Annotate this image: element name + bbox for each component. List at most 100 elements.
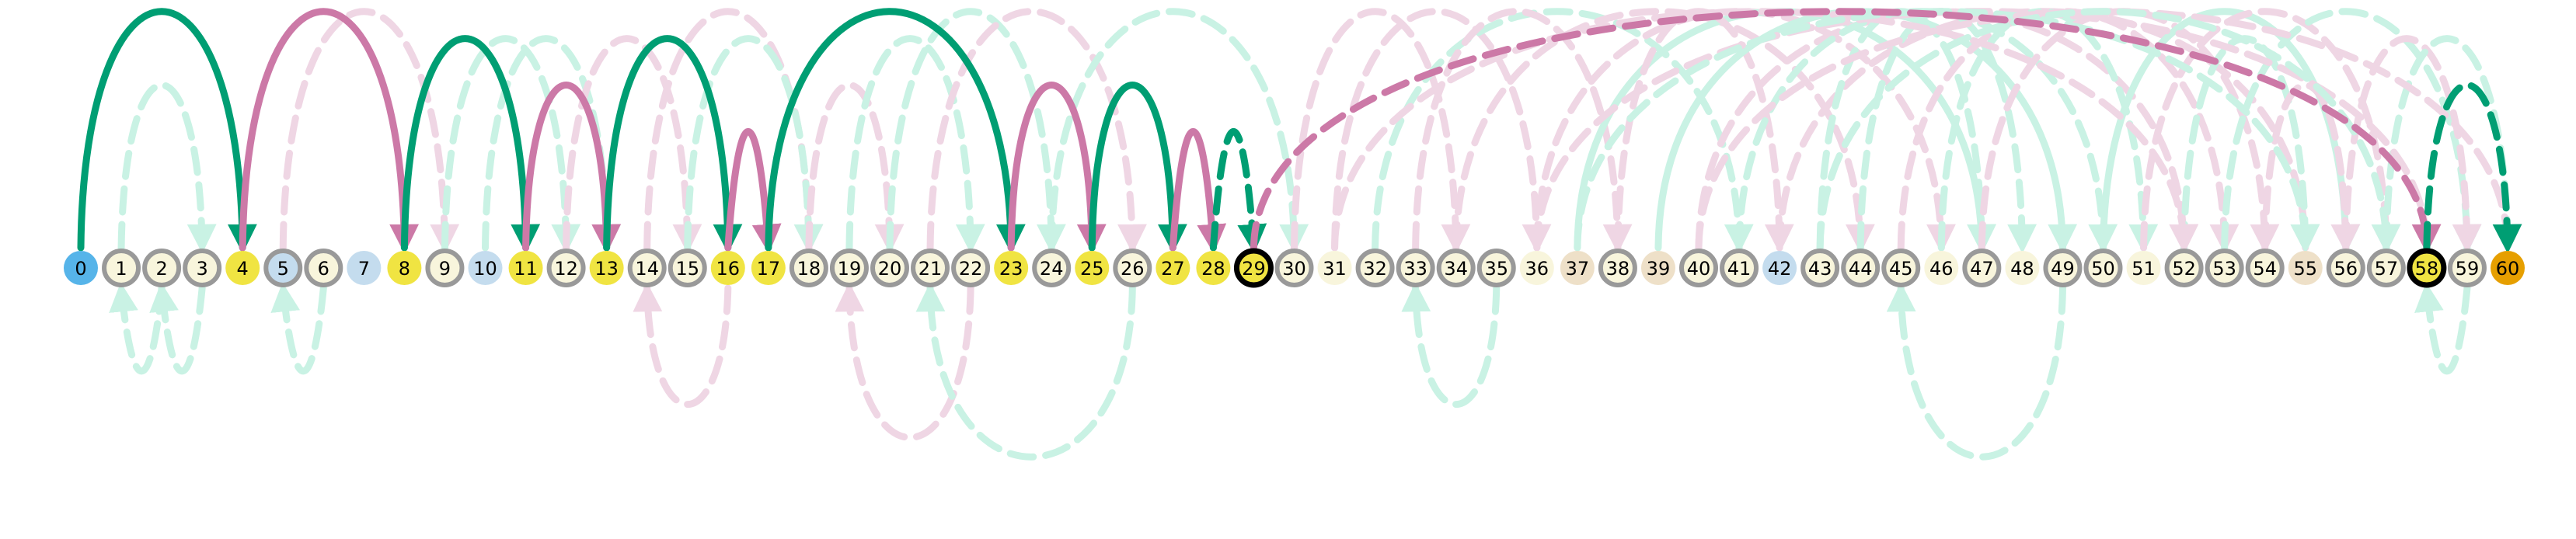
edge-22-to-19 <box>835 282 974 441</box>
node-13: 13 <box>589 251 624 285</box>
edge-5-to-9 <box>279 8 460 254</box>
edge-31-to-52 <box>1331 8 2199 254</box>
node-29-circle <box>1233 248 1274 288</box>
node-30: 30 <box>1274 249 1314 287</box>
node-26-label: 26 <box>1121 258 1145 280</box>
node-60-label: 60 <box>2496 258 2520 280</box>
node-57-label: 57 <box>2375 258 2399 280</box>
node-58: 58 <box>2407 248 2447 288</box>
node-12: 12 <box>546 249 586 287</box>
node-29: 29 <box>1233 248 1274 288</box>
edge-34-to-44 <box>1452 8 1875 254</box>
node-9-circle <box>425 249 465 287</box>
node-28-label: 28 <box>1201 258 1225 280</box>
node-45: 45 <box>1881 249 1921 287</box>
node-31: 31 <box>1317 251 1352 285</box>
node-41-label: 41 <box>1727 258 1752 280</box>
node-4-circle <box>225 251 260 285</box>
node-46-circle <box>1924 251 1959 285</box>
node-55-circle <box>2288 251 2323 285</box>
node-40-circle <box>1679 249 1718 287</box>
node-57-circle <box>2366 249 2406 287</box>
edge-6-to-5 <box>270 282 327 375</box>
node-33-circle <box>1396 249 1435 287</box>
edge-23-to-25 <box>1007 82 1107 254</box>
node-50-label: 50 <box>2091 258 2115 280</box>
node-42-label: 42 <box>1768 258 1792 280</box>
node-50-circle <box>2083 249 2123 287</box>
node-27: 27 <box>1156 251 1190 285</box>
highlighted-edges-layer <box>77 8 2522 254</box>
node-58-label: 58 <box>2415 258 2439 280</box>
node-5-circle <box>263 249 303 287</box>
node-4-label: 4 <box>237 258 249 280</box>
node-59-circle <box>2447 249 2487 287</box>
node-24: 24 <box>1032 249 1072 287</box>
node-54-label: 54 <box>2253 258 2277 280</box>
node-34: 34 <box>1436 249 1476 287</box>
node-31-label: 31 <box>1323 258 1347 280</box>
node-47: 47 <box>1962 249 2002 287</box>
node-18-label: 18 <box>797 258 821 280</box>
node-38: 38 <box>1598 249 1637 287</box>
node-42-circle <box>1762 251 1797 285</box>
node-8: 8 <box>387 251 422 285</box>
node-28: 28 <box>1196 251 1231 285</box>
node-10-circle <box>468 251 503 285</box>
node-7-circle <box>347 251 382 285</box>
node-56-label: 56 <box>2334 258 2358 280</box>
edge-11-to-13 <box>522 82 622 254</box>
node-57: 57 <box>2366 249 2406 287</box>
node-30-label: 30 <box>1282 258 1306 280</box>
node-13-label: 13 <box>594 258 619 280</box>
node-10: 10 <box>468 251 503 285</box>
node-43-label: 43 <box>1808 258 1832 280</box>
node-27-circle <box>1156 251 1190 285</box>
node-48-label: 48 <box>2010 258 2034 280</box>
node-21-circle <box>911 249 950 287</box>
node-13-circle <box>589 251 624 285</box>
node-27-label: 27 <box>1161 258 1185 280</box>
node-50: 50 <box>2083 249 2123 287</box>
node-38-label: 38 <box>1606 258 1630 280</box>
node-2: 2 <box>142 249 182 287</box>
node-56-circle <box>2326 249 2365 287</box>
node-53-label: 53 <box>2212 258 2236 280</box>
node-16-circle <box>710 251 745 285</box>
node-32: 32 <box>1355 249 1395 287</box>
node-2-circle <box>142 249 182 287</box>
edge-25-to-27 <box>1088 82 1187 254</box>
node-49-circle <box>2043 249 2083 287</box>
edge-21-to-26 <box>926 8 1147 254</box>
edge-49-to-45 <box>1886 282 2066 461</box>
edge-3-to-2 <box>149 282 206 375</box>
node-12-circle <box>546 249 586 287</box>
node-52: 52 <box>2164 249 2204 287</box>
edge-35-to-33 <box>1401 282 1501 408</box>
node-34-label: 34 <box>1444 258 1468 280</box>
node-17-circle <box>751 251 786 285</box>
node-60: 60 <box>2491 251 2525 285</box>
node-52-label: 52 <box>2172 258 2196 280</box>
edge-53-to-59 <box>2221 8 2482 254</box>
edge-30-to-34 <box>1291 8 1471 254</box>
node-36: 36 <box>1519 251 1554 285</box>
node-29-label: 29 <box>1242 258 1266 280</box>
node-45-circle <box>1881 249 1921 287</box>
edge-12-to-15 <box>563 35 702 254</box>
node-17-label: 17 <box>757 258 781 280</box>
node-54-circle <box>2245 249 2285 287</box>
node-32-label: 32 <box>1363 258 1387 280</box>
node-6-label: 6 <box>318 258 329 280</box>
node-5: 5 <box>263 249 303 287</box>
node-3: 3 <box>183 249 222 287</box>
node-45-label: 45 <box>1889 258 1913 280</box>
node-16-label: 16 <box>716 258 741 280</box>
node-11-label: 11 <box>514 258 538 280</box>
node-30-circle <box>1274 249 1314 287</box>
node-55-label: 55 <box>2293 258 2317 280</box>
edge-59-to-58 <box>2414 282 2471 375</box>
node-51: 51 <box>2126 251 2161 285</box>
